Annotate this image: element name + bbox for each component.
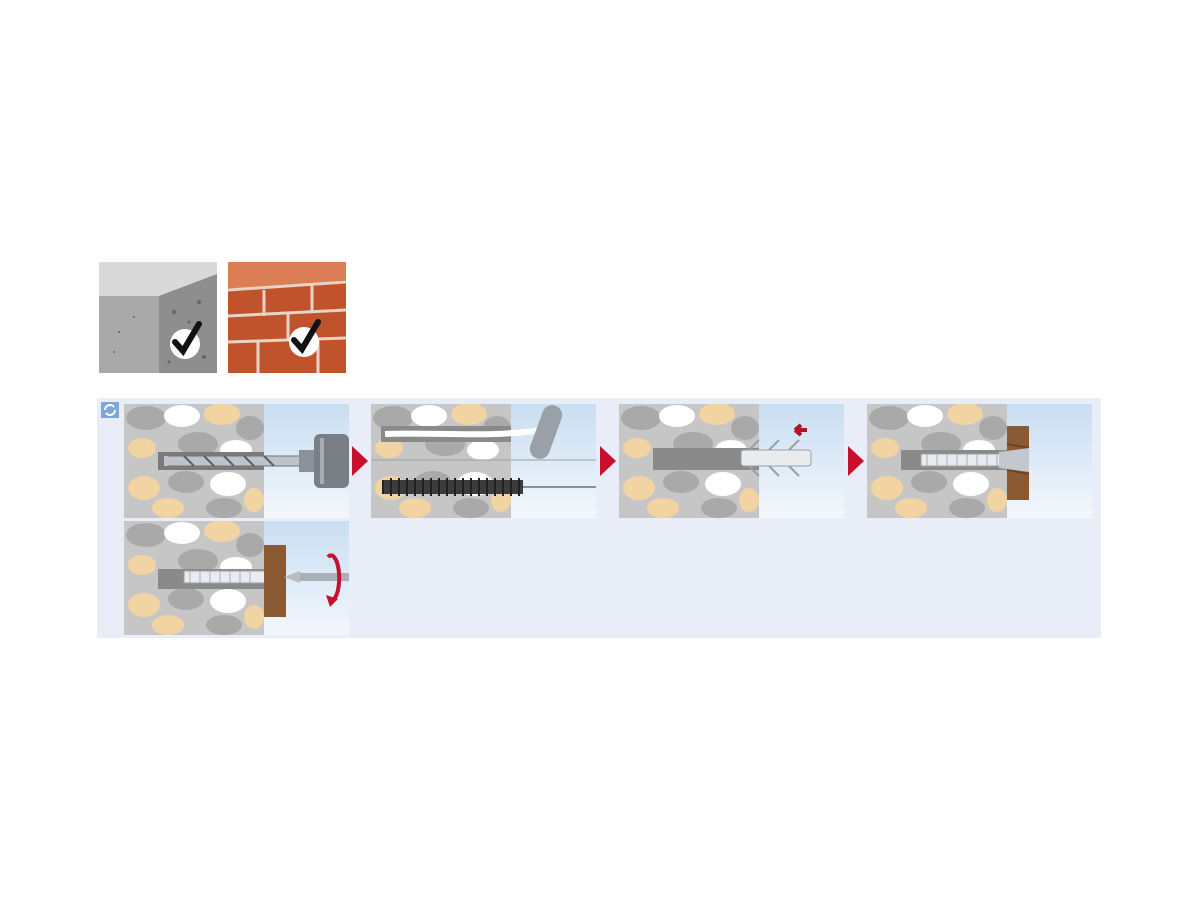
step-insert-plug [619,404,844,518]
concrete-material-icon [99,262,217,373]
rotate-icon [101,402,119,418]
step-clean-hole [371,404,596,518]
next-step-arrow-icon [352,446,368,476]
step-drill-hole [124,404,349,518]
step-screw-fixture [867,404,1092,518]
brick-material-icon [228,262,346,373]
next-step-arrow-icon [848,446,864,476]
step-tighten-screw [124,521,349,635]
next-step-arrow-icon [600,446,616,476]
